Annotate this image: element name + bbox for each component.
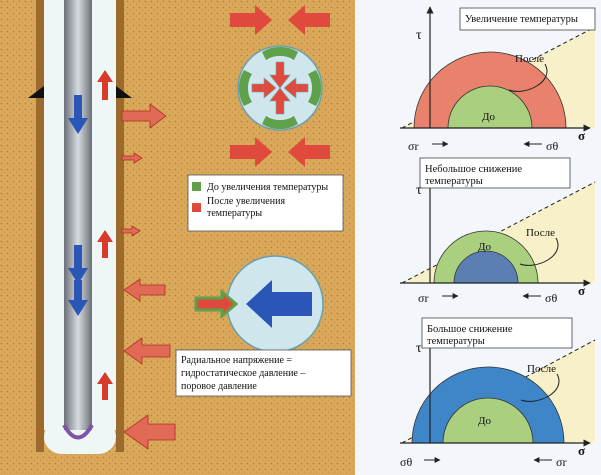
sigma-r-label: σr — [408, 139, 418, 153]
arrow-up-icon — [97, 372, 113, 400]
legend: До увеличения температуры После увеличен… — [187, 174, 344, 232]
tau-label: τ — [416, 28, 422, 43]
radial-arrows-top — [251, 61, 309, 115]
flow-up-arrows — [97, 70, 113, 400]
legend-box — [187, 174, 344, 232]
chart-title-line: Небольшое снижение — [425, 164, 522, 175]
chart-title-box — [421, 317, 573, 349]
after-pointer — [520, 373, 560, 402]
circulation-bottom-arrow — [62, 423, 94, 440]
sigma-r-label: σθ — [400, 455, 412, 469]
legend-swatch-before — [192, 182, 201, 191]
arrow-right-icon — [194, 288, 239, 320]
arrow-left-icon — [246, 280, 312, 328]
arrow-left-icon — [123, 414, 176, 450]
arrow-left-icon — [283, 77, 309, 99]
arrow-right-icon — [121, 152, 143, 164]
arrow-left-icon — [288, 137, 330, 167]
stress-element-bottom — [194, 255, 324, 353]
arrow-right-icon — [230, 5, 272, 35]
legend-after-label-1: После увеличения — [207, 196, 285, 207]
sigma-label: σ — [578, 128, 585, 143]
wall-pressure-arrows — [121, 103, 176, 450]
before-label: До — [482, 111, 496, 123]
borehole-wall-left — [36, 0, 44, 452]
tau-label: τ — [416, 341, 422, 356]
sigma-theta-label: σθ — [545, 291, 557, 305]
arrow-right-icon — [230, 137, 272, 167]
arrow-left-icon — [123, 337, 171, 365]
chart-title-line: Большое снижение — [427, 324, 513, 335]
sigma-r-label: σr — [418, 291, 428, 305]
arrow-down-icon — [68, 280, 88, 316]
mohr-circle-before — [453, 250, 519, 284]
curved-arrow-icon — [262, 46, 298, 60]
arrow-up-icon — [97, 70, 113, 100]
chart-title-box — [459, 7, 596, 31]
after-pointer — [508, 63, 548, 92]
radial-note: Радиальное напряжение = гидростатическое… — [175, 349, 352, 397]
legend-before-label: До увеличения температуры — [207, 182, 328, 193]
arrow-left-icon — [123, 278, 166, 302]
sigma-label: σ — [578, 283, 585, 298]
compression-arrows-top — [230, 5, 330, 167]
mohr-circle-before — [442, 397, 534, 444]
arrow-left-icon — [288, 5, 330, 35]
chart-title-box — [419, 157, 571, 189]
legend-swatch-after — [192, 203, 201, 212]
curved-arrow-icon — [308, 70, 322, 106]
radial-note-line-3: поровое давление — [181, 381, 257, 392]
curved-arrow-icon — [262, 116, 298, 130]
arrow-up-icon — [97, 230, 113, 258]
curved-arrow-icon — [238, 70, 252, 106]
chart-title-line: температуры — [427, 336, 485, 347]
after-pointer — [519, 237, 559, 266]
arrow-up-icon — [269, 87, 291, 115]
legend-after-label-2: температуры — [207, 208, 262, 219]
radial-note-line-1: Радиальное напряжение = — [181, 355, 292, 366]
arrow-down-icon — [68, 95, 88, 134]
casing-shoe-left — [28, 86, 44, 98]
chart-title-line: Увеличение температуры — [465, 14, 578, 25]
radial-note-line-2: гидростатическое давление – — [181, 368, 306, 379]
sigma-theta-label: σθ — [546, 139, 558, 153]
drill-pipe — [64, 0, 92, 430]
arrow-down-icon — [68, 245, 88, 284]
chart-title-line: температуры — [425, 176, 483, 187]
before-label: До — [478, 241, 492, 253]
mohr-circle-before — [447, 85, 533, 129]
arrow-down-icon — [269, 61, 291, 89]
after-label: После — [515, 53, 544, 65]
sigma-label: σ — [578, 443, 585, 458]
after-label: После — [526, 227, 555, 239]
casing-shoe-right — [116, 86, 132, 98]
sigma-theta-label: σr — [556, 455, 566, 469]
flow-down-arrows — [68, 95, 88, 316]
tau-label: τ — [416, 183, 422, 198]
before-label: До — [478, 415, 492, 427]
borehole-wall-right — [116, 0, 124, 452]
arrow-right-icon — [121, 225, 141, 237]
green-arrows-top — [238, 46, 322, 130]
arrow-right-icon — [251, 77, 277, 99]
after-label: После — [527, 363, 556, 375]
arrow-right-icon — [121, 103, 167, 129]
radial-note-box — [175, 349, 352, 397]
left-panel: До увеличения температуры После увеличен… — [0, 0, 355, 475]
stress-element-top — [230, 5, 330, 167]
